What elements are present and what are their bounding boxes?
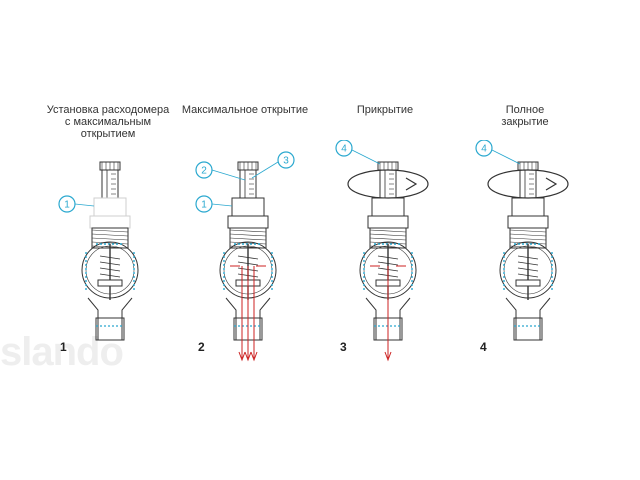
rotation-arrow-head [405,177,418,191]
thread-line [509,233,547,237]
spring-coil [517,261,539,266]
rotation-arrow [347,169,429,199]
step-1-caption: Установка расходомера с максимальным отк… [38,104,178,140]
callout-4-label: 4 [341,144,347,155]
valve-illustration-1: 1 [58,161,139,341]
callout-leader [251,161,279,179]
callout-leader [211,169,246,181]
step-3-caption: Прикрытие [315,104,455,116]
thread-line [229,229,267,233]
adapter-ring [89,215,131,229]
thread-line [229,233,267,237]
callout-3-label: 3 [283,156,289,167]
spring-coil [237,261,259,266]
caption-line: открытием [80,128,136,140]
valve-disk [97,279,123,287]
valve-disk [515,279,541,287]
callout-4-label: 4 [481,144,487,155]
callout-leader [74,203,95,207]
adapter-ring [367,215,409,229]
watermark: slando [0,330,124,374]
step-1-number: 1 [60,340,67,354]
step-2-caption: Максимальное открытие [175,104,315,116]
caption-line: Полное [505,104,545,116]
callout-3 [277,151,295,169]
step-4-number: 4 [480,340,487,354]
caption-line: Максимальное открытие [181,104,309,116]
thread-line [509,229,547,233]
flow-arrow [238,351,246,362]
spring-coil [99,273,121,278]
spring-coil [517,267,539,272]
spring-coil [377,261,399,266]
nozzle [87,297,133,341]
caption-line: закрытие [501,116,549,128]
callout-leader [211,203,233,207]
caption-line: Установка расходомера [46,104,170,116]
step-2-number: 2 [198,340,205,354]
callout-1 [58,195,76,213]
spring-coil [99,261,121,266]
callout-1 [195,195,213,213]
callout-2-label: 2 [201,166,207,177]
rotation-arrow [487,169,569,199]
step-4-caption: Полное закрытие [455,104,595,128]
rotation-arrow-head [545,177,558,191]
nozzle-end [513,317,543,341]
step-3-number: 3 [340,340,347,354]
nozzle-end [95,317,125,341]
caption-line: Прикрытие [356,104,414,116]
thread-line [91,229,129,233]
adapter-ring [227,215,269,229]
callout-leader [491,149,521,165]
thread-line [91,233,129,237]
thread-line [369,233,407,237]
nozzle [505,297,551,341]
flow-arrow [250,351,258,362]
thread-line [509,237,547,241]
spring-coil [237,255,259,260]
adapter [231,197,265,217]
valve-illustration-4: 4 [475,140,569,341]
caption-line: с максимальным [64,116,152,128]
callout-1-label: 1 [201,200,207,211]
thread-line [369,237,407,241]
spring-coil [517,255,539,260]
callout-1-label: 1 [64,200,70,211]
thread-line [91,237,129,241]
valve-illustration-3: 4 [335,140,429,362]
thread-line [229,237,267,241]
spring-coil [99,255,121,260]
callout-leader [351,149,381,165]
adapter-ring [507,215,549,229]
adapter [511,197,545,217]
flow-arrow [384,351,392,362]
valve-illustration-2: 2 3 1 [195,151,295,362]
adapter [93,197,127,217]
spring-coil [377,255,399,260]
flow-arrow [244,351,252,362]
callout-4 [475,140,493,157]
spring-coil [99,267,121,272]
thread-line [369,229,407,233]
callout-4 [335,140,353,157]
spring-coil [517,273,539,278]
adapter [371,197,405,217]
